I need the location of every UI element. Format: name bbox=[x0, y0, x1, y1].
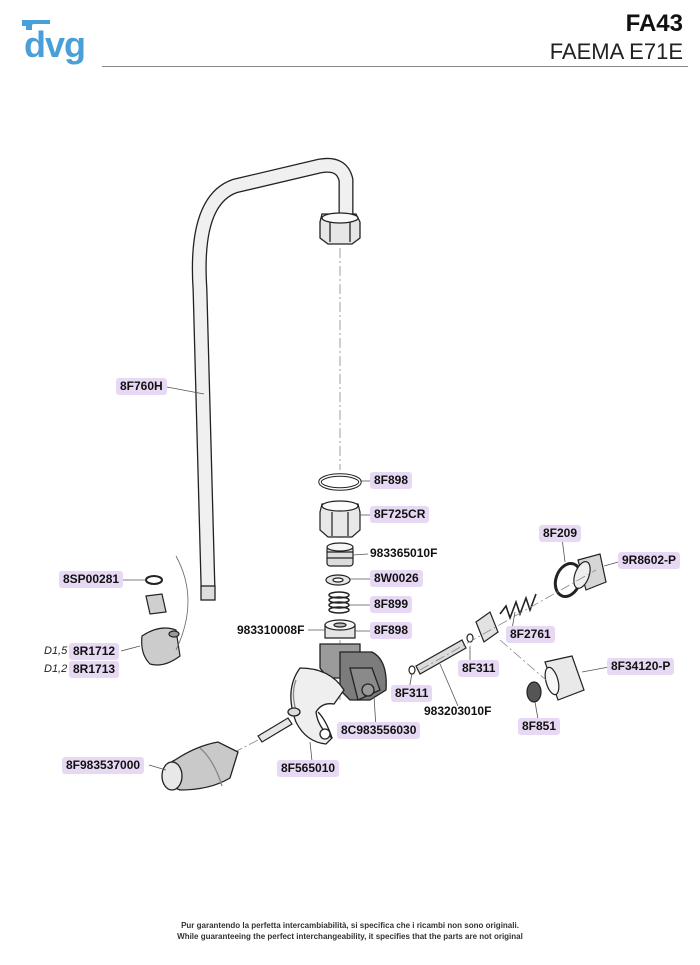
part-label-8f851: 8F851 bbox=[518, 718, 561, 735]
part-label-8w0026: 8W0026 bbox=[370, 570, 423, 587]
diameter-label-8r1712: D1,5 bbox=[44, 645, 68, 657]
part-label-9r8602-p: 9R8602-P bbox=[618, 552, 681, 569]
page-code: FA43 bbox=[625, 10, 683, 37]
steam-pipe bbox=[191, 157, 361, 601]
footer-disclaimer: Pur garantendo la perfetta intercambiabi… bbox=[0, 920, 700, 942]
part-label-983203010f: 983203010F bbox=[424, 704, 492, 718]
part-label-8r1712: 8R1712 bbox=[69, 643, 120, 660]
disclaimer-english: While guaranteeing the perfect interchan… bbox=[177, 932, 523, 941]
axis-line-5 bbox=[499, 639, 547, 681]
o-ring-top bbox=[318, 473, 362, 491]
part-label-8f311-lower: 8F311 bbox=[391, 685, 433, 702]
part-label-8f209: 8F209 bbox=[539, 525, 582, 542]
part-label-8r1713: 8R1713 bbox=[69, 661, 120, 678]
handle-pin bbox=[257, 717, 293, 743]
part-label-8f725cr: 8F725CR bbox=[370, 506, 430, 523]
valve-body bbox=[287, 643, 387, 745]
valve-seat bbox=[324, 619, 356, 639]
steam-tips bbox=[141, 575, 181, 666]
header-divider bbox=[102, 66, 688, 67]
part-label-8f2761: 8F2761 bbox=[506, 626, 555, 643]
washer bbox=[325, 574, 351, 586]
part-label-8f983537000: 8F983537000 bbox=[62, 757, 145, 774]
axis-line-4 bbox=[419, 569, 597, 671]
nut bbox=[319, 500, 361, 538]
tip-bracket bbox=[175, 555, 189, 651]
part-label-8f898-top: 8F898 bbox=[370, 472, 413, 489]
diameter-label-8r1713: D1,2 bbox=[44, 663, 68, 675]
tap-assembly bbox=[408, 553, 607, 703]
part-label-983365010f: 983365010F bbox=[370, 546, 438, 560]
part-label-8f34120-p: 8F34120-P bbox=[607, 658, 675, 675]
dvg-logo-icon bbox=[22, 20, 50, 30]
logo-text: dvg bbox=[24, 24, 86, 65]
bushing bbox=[326, 542, 354, 567]
part-label-8f899: 8F899 bbox=[370, 596, 413, 613]
spring bbox=[328, 591, 350, 614]
machine-model: FAEMA E71E bbox=[549, 39, 683, 64]
part-label-8c983556030: 8C983556030 bbox=[337, 722, 421, 739]
part-label-8sp00281: 8SP00281 bbox=[59, 571, 124, 588]
knob bbox=[161, 741, 239, 791]
part-label-8f565010: 8F565010 bbox=[277, 760, 340, 777]
disclaimer-italian: Pur garantendo la perfetta intercambiabi… bbox=[181, 921, 519, 930]
part-label-8f760h: 8F760H bbox=[116, 378, 167, 395]
part-label-8f898-lower: 8F898 bbox=[370, 622, 413, 639]
part-label-983310008f: 983310008F bbox=[237, 623, 305, 637]
part-label-8f311-upper: 8F311 bbox=[458, 660, 500, 677]
header: dvg FA43 FAEMA E71E bbox=[0, 0, 700, 80]
